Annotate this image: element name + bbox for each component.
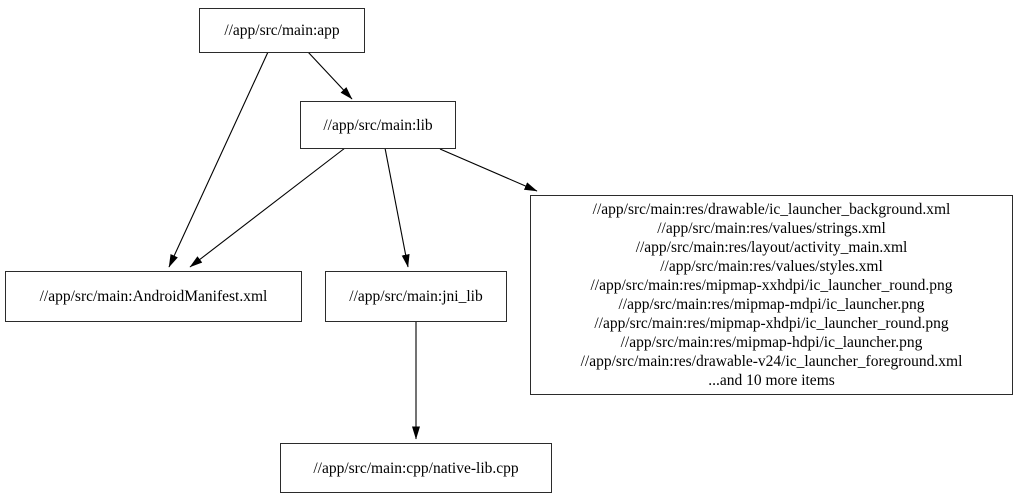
- res-file-line: //app/src/main:res/layout/activity_main.…: [635, 239, 908, 256]
- node-jni-lib-label: //app/src/main:jni_lib: [349, 288, 483, 305]
- edge-app-to-lib: [307, 51, 353, 100]
- res-file-line: //app/src/main:res/drawable/ic_launcher_…: [592, 201, 951, 218]
- node-native-lib-cpp: //app/src/main:cpp/native-lib.cpp: [280, 443, 552, 493]
- node-android-manifest: //app/src/main:AndroidManifest.xml: [5, 271, 302, 322]
- res-file-line: //app/src/main:res/mipmap-hdpi/ic_launch…: [620, 334, 923, 351]
- node-native-lib-cpp-label: //app/src/main:cpp/native-lib.cpp: [313, 459, 519, 477]
- edge-lib-to-androidmanifest: [189, 147, 346, 268]
- node-lib: //app/src/main:lib: [300, 101, 456, 149]
- res-file-line: //app/src/main:res/mipmap-xhdpi/ic_launc…: [594, 315, 949, 332]
- node-app-label: //app/src/main:app: [224, 22, 340, 39]
- res-file-line: //app/src/main:res/mipmap-mdpi/ic_launch…: [618, 296, 925, 313]
- node-res-file-group: //app/src/main:res/drawable/ic_launcher_…: [530, 195, 1013, 395]
- node-jni-lib: //app/src/main:jni_lib: [325, 271, 507, 322]
- res-file-line-more: ...and 10 more items: [708, 372, 835, 389]
- res-file-line: //app/src/main:res/mipmap-xxhdpi/ic_laun…: [590, 277, 953, 294]
- res-file-line: //app/src/main:res/values/styles.xml: [660, 258, 883, 275]
- node-app: //app/src/main:app: [199, 8, 365, 53]
- node-lib-label: //app/src/main:lib: [323, 116, 433, 134]
- edge-lib-to-res-group: [439, 148, 538, 192]
- edge-lib-to-jni-lib: [384, 147, 410, 268]
- node-android-manifest-label: //app/src/main:AndroidManifest.xml: [39, 288, 268, 305]
- res-file-line: //app/src/main:res/drawable-v24/ic_launc…: [580, 353, 963, 370]
- edge-app-to-androidmanifest: [168, 51, 269, 268]
- res-file-line: //app/src/main:res/values/strings.xml: [657, 220, 886, 237]
